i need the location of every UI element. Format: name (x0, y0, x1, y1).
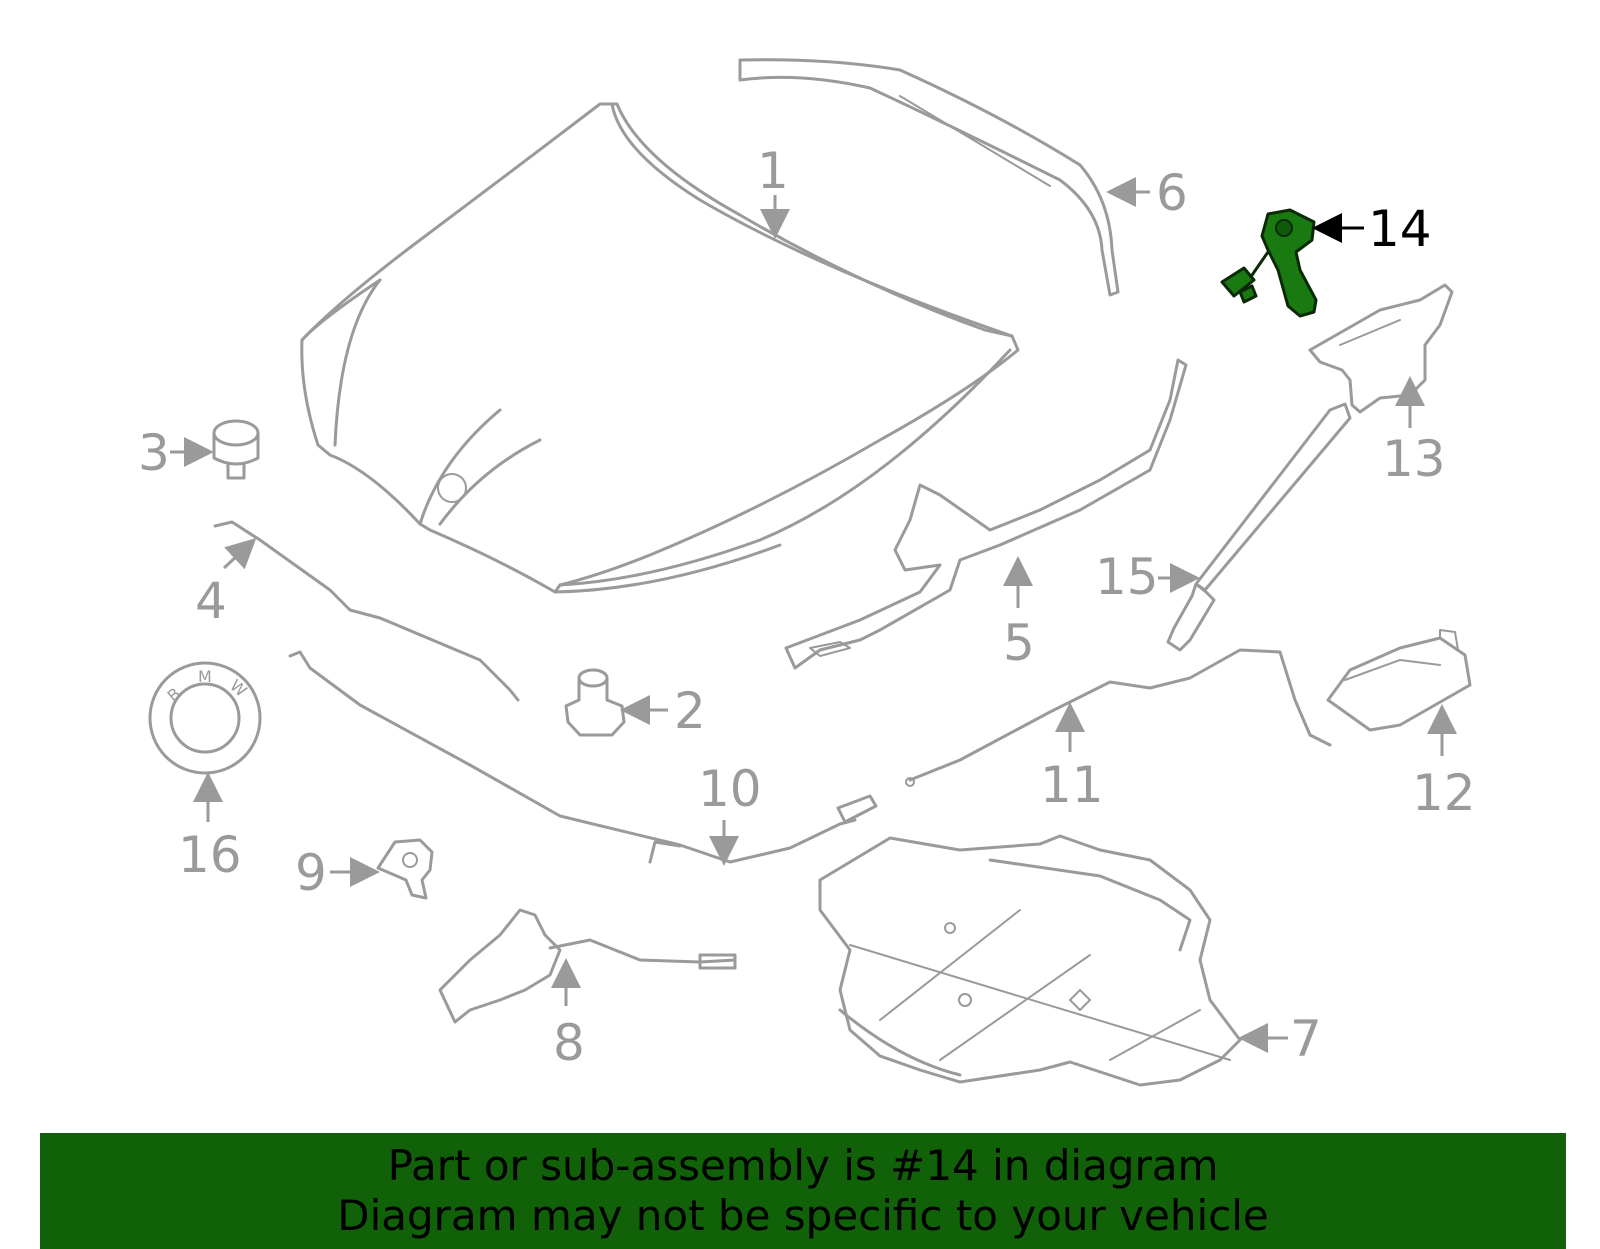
leader-4 (222, 537, 257, 570)
callout-8: 8 (553, 1014, 585, 1072)
banner-line-2: Diagram may not be specific to your vehi… (337, 1191, 1269, 1240)
callout-16: 16 (178, 826, 242, 884)
part-cable-11 (905, 648, 1332, 787)
part-14-highlighted (1220, 208, 1318, 318)
part-underbody-panel-7 (818, 834, 1242, 1087)
part-panel-5 (784, 358, 1188, 670)
part-rod-4 (213, 520, 520, 702)
part-gas-strut (1166, 402, 1352, 652)
callout-6: 6 (1156, 164, 1188, 222)
parts-diagram: B M W (138, 58, 1476, 1087)
info-banner: Part or sub-assembly is #14 in diagram D… (40, 1133, 1566, 1249)
part-emblem-16: B M W (148, 661, 262, 775)
banner-line-1: Part or sub-assembly is #14 in diagram (387, 1141, 1219, 1190)
part-grommet-3 (212, 419, 260, 480)
callout-4: 4 (195, 572, 227, 630)
callout-14: 14 (1368, 200, 1432, 258)
callout-12: 12 (1412, 764, 1476, 822)
part-hood-seal (738, 58, 1120, 297)
callout-15: 15 (1095, 548, 1159, 606)
emblem-letter-m: M (198, 667, 212, 686)
part-bracket-9 (376, 838, 434, 900)
part-bracket-13 (1308, 283, 1454, 414)
callout-1: 1 (757, 142, 789, 200)
callout-10: 10 (698, 760, 762, 818)
callout-13: 13 (1382, 430, 1446, 488)
part-buffer-2 (564, 668, 626, 737)
callout-3: 3 (138, 424, 170, 482)
callout-2: 2 (674, 682, 706, 740)
part-lock-8 (438, 908, 737, 1024)
part-lamp-12 (1326, 629, 1472, 732)
callout-7: 7 (1290, 1010, 1322, 1068)
callout-9: 9 (295, 844, 327, 902)
part-cable-10 (288, 650, 878, 864)
callout-11: 11 (1040, 756, 1104, 814)
part-hood (300, 102, 1020, 594)
callout-5: 5 (1003, 614, 1035, 672)
